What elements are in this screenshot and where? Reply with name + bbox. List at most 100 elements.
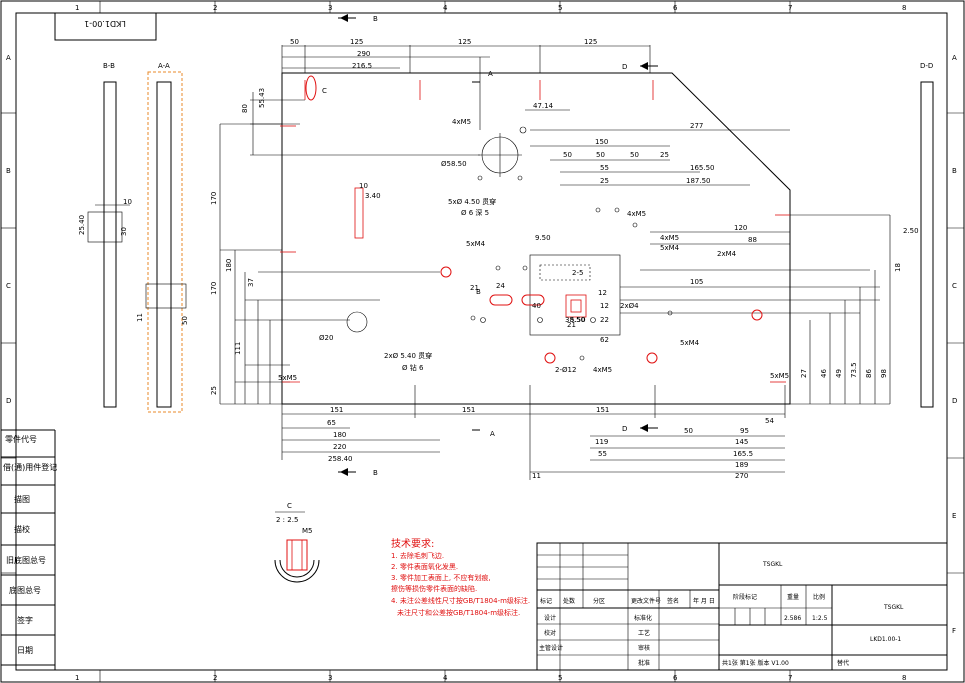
svg-text:50: 50	[596, 151, 605, 159]
svg-text:180: 180	[225, 259, 233, 272]
section-aa-view: A-A 11 50	[136, 62, 189, 413]
svg-text:更改文件号: 更改文件号	[631, 597, 661, 605]
svg-text:3.40: 3.40	[365, 192, 381, 200]
col-label: 8	[902, 674, 906, 682]
svg-text:批准: 批准	[638, 659, 650, 667]
row-label: A	[6, 54, 11, 62]
svg-text:73.5: 73.5	[850, 362, 858, 378]
svg-text:80: 80	[241, 104, 249, 113]
svg-text:B: B	[373, 15, 378, 23]
svg-text:2-5: 2-5	[572, 269, 583, 277]
col-label: 8	[902, 4, 906, 12]
left-col-label: 描校	[14, 524, 30, 534]
svg-text:290: 290	[357, 50, 370, 58]
svg-text:21: 21	[470, 284, 479, 292]
col-label: 2	[213, 4, 217, 12]
svg-text:Ø20: Ø20	[319, 334, 333, 342]
svg-text:5xM4: 5xM4	[680, 339, 700, 347]
svg-text:25: 25	[660, 151, 669, 159]
technical-notes: 技术要求: 1. 去除毛刺飞边. 2. 零件表面氧化发黑. 3. 零件加工表面上…	[391, 537, 530, 617]
col-label: 6	[673, 4, 678, 12]
svg-text:未注尺寸和公差按GB/T1804-m级标注.: 未注尺寸和公差按GB/T1804-m级标注.	[397, 608, 520, 617]
row-label: F	[952, 627, 956, 635]
svg-text:50: 50	[630, 151, 639, 159]
svg-text:D: D	[622, 425, 627, 433]
svg-text:270: 270	[735, 472, 748, 480]
detail-c-view: C 2 : 2.5 M5	[274, 502, 320, 583]
row-label: C	[6, 282, 11, 290]
svg-text:151: 151	[596, 406, 609, 414]
svg-text:12: 12	[600, 302, 609, 310]
svg-text:4xM5: 4xM5	[452, 118, 471, 126]
svg-text:47.14: 47.14	[533, 102, 554, 110]
svg-text:277: 277	[690, 122, 703, 130]
col-label: 5	[558, 4, 562, 12]
svg-text:年 月 日: 年 月 日	[693, 597, 715, 605]
col-label: 1	[75, 4, 79, 12]
left-col-label: 旧底图总号	[6, 555, 46, 565]
company-name: TSGKL	[762, 561, 783, 568]
svg-text:25: 25	[210, 386, 218, 395]
svg-text:220: 220	[333, 443, 346, 451]
svg-text:标准化: 标准化	[634, 614, 652, 622]
left-col-label: 底图总号	[9, 585, 41, 595]
svg-text:5xM4: 5xM4	[466, 240, 486, 248]
svg-text:62: 62	[600, 336, 609, 344]
svg-text:C: C	[287, 502, 292, 510]
col-label: 7	[788, 4, 792, 12]
svg-text:50: 50	[181, 316, 189, 325]
svg-text:86: 86	[865, 369, 873, 378]
svg-text:M5: M5	[302, 527, 313, 535]
svg-text:120: 120	[734, 224, 747, 232]
left-column-table	[1, 429, 56, 670]
svg-text:125: 125	[350, 38, 363, 46]
left-col-label: 签字	[17, 615, 33, 625]
svg-text:170: 170	[210, 282, 218, 295]
svg-text:B: B	[373, 469, 378, 477]
svg-text:重量: 重量	[787, 593, 799, 601]
svg-text:A-A: A-A	[158, 62, 170, 70]
svg-text:阶段标记: 阶段标记	[733, 593, 757, 601]
svg-text:1. 去除毛刺飞边.: 1. 去除毛刺飞边.	[391, 551, 444, 560]
product-name: TSGKL	[883, 604, 904, 611]
svg-text:Ø 6 深 5: Ø 6 深 5	[461, 208, 489, 217]
svg-text:10: 10	[123, 198, 132, 206]
title-block: TSGKL TSGKL LKD1.00-1 标记 处数 分区 更改文件号 签名 …	[536, 542, 948, 671]
svg-text:2xM4: 2xM4	[717, 250, 737, 258]
svg-text:审核: 审核	[638, 644, 650, 652]
svg-text:D-D: D-D	[920, 62, 933, 70]
svg-text:5xØ 4.50 贯穿: 5xØ 4.50 贯穿	[448, 197, 496, 206]
svg-text:54: 54	[765, 417, 774, 425]
svg-text:2-Ø12: 2-Ø12	[555, 366, 576, 374]
main-plate-view: 50 125 125 125 290 216.5 47.14 277 150 5…	[210, 14, 891, 480]
svg-text:189: 189	[735, 461, 748, 469]
svg-text:22: 22	[600, 316, 609, 324]
svg-text:替代: 替代	[837, 659, 849, 667]
col-label: 2	[213, 674, 217, 682]
drawing-code: LKD1.00-1	[870, 636, 901, 643]
svg-text:95: 95	[740, 427, 749, 435]
svg-text:签名: 签名	[667, 597, 679, 605]
col-label: 3	[328, 4, 332, 12]
row-label: E	[952, 512, 956, 520]
svg-text:21: 21	[567, 321, 576, 329]
svg-text:216.5: 216.5	[352, 62, 372, 70]
svg-text:A: A	[490, 430, 495, 438]
svg-text:55: 55	[598, 450, 607, 458]
svg-text:105: 105	[690, 278, 703, 286]
svg-text:258.40: 258.40	[328, 455, 353, 463]
svg-text:共1张 第1张 版本 V1.00: 共1张 第1张 版本 V1.00	[722, 659, 789, 667]
svg-text:11: 11	[136, 313, 144, 322]
svg-text:技术要求:: 技术要求:	[391, 537, 434, 550]
svg-text:150: 150	[595, 138, 608, 146]
svg-text:5xM5: 5xM5	[278, 374, 297, 382]
svg-text:处数: 处数	[563, 597, 575, 605]
row-label: B	[6, 167, 11, 175]
scale-value: 1:2.5	[812, 615, 828, 622]
svg-text:170: 170	[210, 192, 218, 205]
svg-text:55: 55	[600, 164, 609, 172]
svg-text:2 : 2.5: 2 : 2.5	[276, 516, 298, 524]
svg-text:50: 50	[684, 427, 693, 435]
